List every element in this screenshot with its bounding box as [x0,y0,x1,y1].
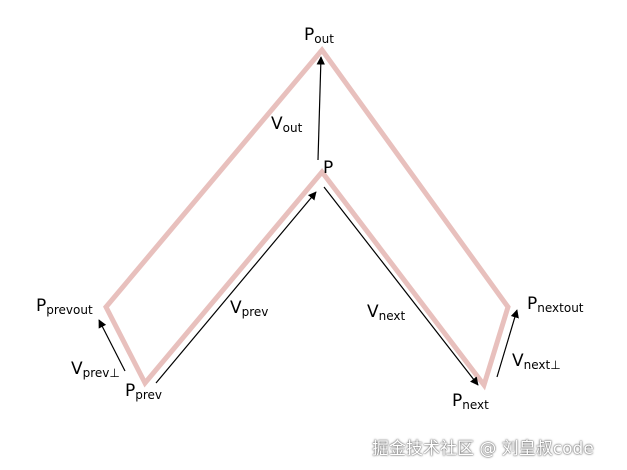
label-v-out: Vout [271,114,303,135]
label-p-out: Pout [304,25,334,46]
label-v-prev-perp: Vprev⊥ [71,359,120,380]
label-p-nextout: Pnextout [527,294,584,315]
label-p-prev: Pprev [125,381,163,402]
label-p: P [323,158,334,178]
v-next-perp-arrow [496,309,519,378]
v-prev-perp-arrow [98,319,126,372]
watermark: 掘金技术社区 @ 刘皇叔code [372,439,594,459]
v-next-arrow [323,186,479,386]
label-p-prevout: Pprevout [36,296,93,317]
label-p-next: Pnext [452,391,489,412]
v-out-arrow [316,56,325,161]
label-v-next-perp: Vnext⊥ [512,351,561,372]
label-v-next: Vnext [367,302,406,323]
label-v-prev: Vprev [230,298,269,319]
v-prev-arrow [155,191,317,384]
stroke-outline [103,45,511,391]
